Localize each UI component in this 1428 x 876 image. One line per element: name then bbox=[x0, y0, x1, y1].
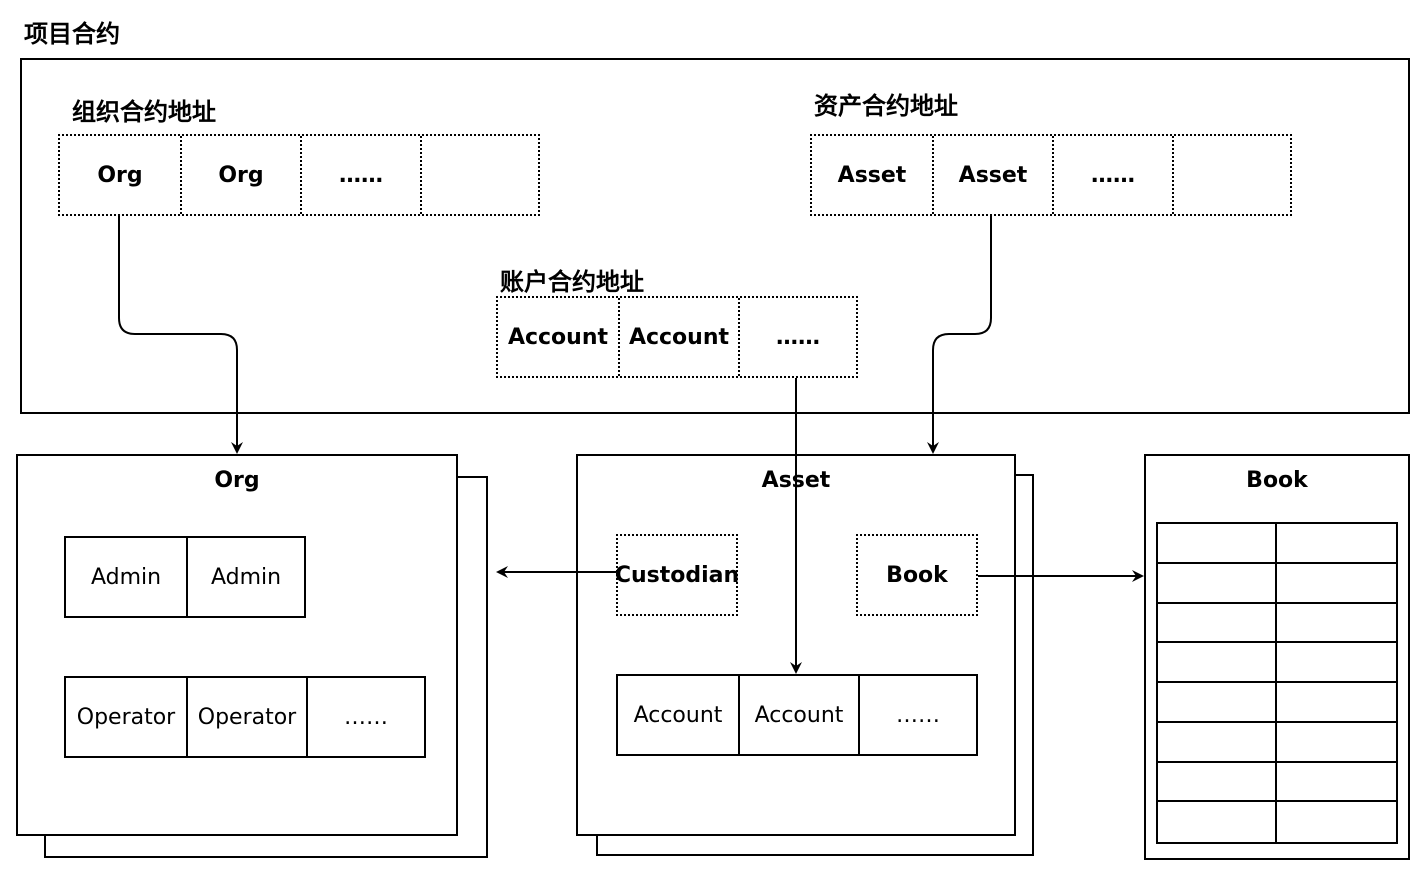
asset-registry-cell: Asset bbox=[837, 162, 907, 188]
account-registry-array: Account Account …… bbox=[496, 296, 858, 378]
book-table-cell bbox=[1277, 524, 1396, 564]
operator-cell: Operator bbox=[76, 704, 176, 730]
account-registry-cell: Account bbox=[507, 324, 609, 350]
asset-account-cell: …… bbox=[858, 676, 976, 754]
org-registry-array: Org Org …… bbox=[58, 134, 540, 216]
org-contract-box: Org bbox=[16, 454, 458, 836]
org-registry-cell: Org bbox=[97, 162, 143, 188]
custodian-field: Custodian bbox=[615, 534, 739, 616]
book-table-cell bbox=[1277, 564, 1396, 604]
asset-registry-label: 资产合约地址 bbox=[814, 92, 958, 120]
book-table-cell bbox=[1158, 643, 1277, 683]
asset-account-array: Account Account …… bbox=[616, 674, 978, 756]
asset-registry-cell: …… bbox=[1052, 136, 1172, 214]
account-registry-cell: …… bbox=[738, 298, 856, 376]
account-registry-cell: Account bbox=[618, 298, 738, 376]
book-table-cell bbox=[1158, 722, 1277, 763]
book-table-cell bbox=[1277, 683, 1396, 723]
asset-registry-array: Asset Asset …… bbox=[810, 134, 1292, 216]
book-table-cell bbox=[1158, 762, 1277, 803]
asset-registry-cell: Asset bbox=[932, 136, 1052, 214]
book-table bbox=[1156, 522, 1398, 844]
book-field: Book bbox=[856, 534, 978, 616]
org-admin-array: Admin Admin bbox=[64, 536, 306, 618]
book-table-cell bbox=[1277, 643, 1396, 683]
org-registry-label: 组织合约地址 bbox=[72, 98, 216, 126]
project-contract-title: 项目合约 bbox=[24, 20, 120, 48]
org-registry-cell bbox=[420, 136, 538, 214]
org-registry-cell: Org bbox=[180, 136, 300, 214]
book-table-cell bbox=[1158, 802, 1277, 842]
admin-cell: Admin bbox=[90, 564, 162, 590]
org-operator-array: Operator Operator …… bbox=[64, 676, 426, 758]
asset-link-arrow bbox=[927, 216, 992, 454]
book-table-cell bbox=[1158, 683, 1277, 723]
book-table-cell bbox=[1158, 603, 1277, 644]
book-box-title: Book bbox=[1246, 468, 1308, 493]
org-registry-cell: …… bbox=[300, 136, 420, 214]
operator-cell: Operator bbox=[186, 678, 306, 756]
book-table-cell bbox=[1277, 723, 1396, 763]
book-table-cell bbox=[1158, 524, 1277, 564]
admin-cell: Admin bbox=[186, 538, 304, 616]
book-contract-box: Book bbox=[1144, 454, 1410, 860]
org-link-arrow bbox=[118, 216, 243, 454]
book-table-cell bbox=[1158, 563, 1277, 604]
book-table-cell bbox=[1277, 604, 1396, 644]
asset-account-cell: Account bbox=[633, 702, 723, 728]
asset-account-cell: Account bbox=[738, 676, 858, 754]
project-contract-container bbox=[20, 58, 1410, 414]
account-registry-label: 账户合约地址 bbox=[500, 268, 644, 296]
asset-registry-cell bbox=[1172, 136, 1290, 214]
operator-cell: …… bbox=[306, 678, 424, 756]
book-table-cell bbox=[1277, 763, 1396, 803]
org-box-title: Org bbox=[214, 468, 260, 493]
